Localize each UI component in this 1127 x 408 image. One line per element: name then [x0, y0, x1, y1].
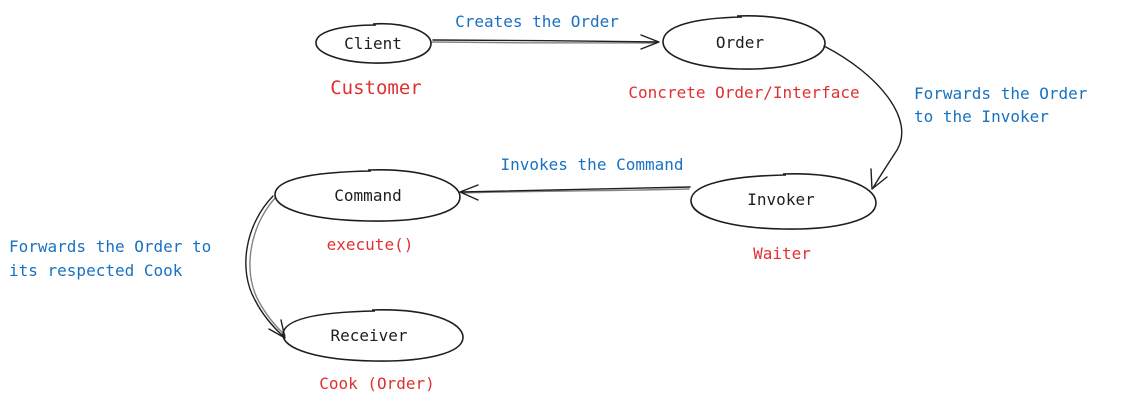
client-to-order-label: Creates the Order — [455, 12, 619, 31]
client-to-order-arrowhead — [640, 34, 660, 50]
command-to-receiver-line — [245, 195, 285, 338]
receiver-label: Receiver — [330, 326, 407, 345]
client-label: Client — [344, 34, 402, 53]
receiver-ellipse — [282, 309, 464, 362]
invoker-label: Invoker — [747, 190, 815, 209]
client-role-label: Customer — [330, 77, 422, 99]
order-role-label: Concrete Order/Interface — [628, 83, 859, 102]
command-to-receiver-arrowhead — [268, 319, 286, 339]
invoker-to-command-label: Invokes the Command — [500, 155, 683, 174]
order-to-invoker-arrowhead — [870, 168, 888, 190]
order-label: Order — [716, 33, 765, 52]
command-role-label: execute() — [327, 235, 414, 254]
command-to-receiver-label-line2: its respected Cook — [9, 261, 183, 280]
receiver-role-label: Cook (Order) — [319, 374, 435, 393]
edge-client-to-order — [431, 34, 660, 50]
invoker-to-command-line-sketch — [462, 188, 690, 194]
edge-command-to-receiver — [245, 195, 286, 339]
node-invoker[interactable]: Invoker — [690, 173, 877, 230]
node-order[interactable]: Order — [662, 15, 826, 70]
node-command[interactable]: Command — [274, 169, 461, 222]
invoker-to-command-line — [460, 186, 691, 193]
invoker-to-command-arrowhead — [459, 184, 479, 201]
client-to-order-line-sketch — [431, 41, 657, 44]
command-to-receiver-label-line1: Forwards the Order to — [9, 237, 211, 256]
edge-invoker-to-command — [459, 184, 691, 201]
invoker-ellipse — [690, 173, 877, 230]
order-to-invoker-label-line2: to the Invoker — [914, 107, 1049, 126]
command-ellipse — [274, 169, 461, 222]
node-client[interactable]: Client — [315, 22, 432, 64]
client-ellipse — [315, 22, 432, 64]
order-to-invoker-label-line1: Forwards the Order — [914, 84, 1088, 103]
edge-order-to-invoker — [823, 45, 903, 190]
order-ellipse — [662, 15, 826, 70]
client-to-order-line — [432, 39, 659, 43]
command-to-receiver-line-sketch — [249, 197, 286, 336]
order-to-invoker-line — [823, 45, 903, 189]
node-receiver[interactable]: Receiver — [282, 309, 464, 362]
command-label: Command — [334, 186, 401, 205]
invoker-role-label: Waiter — [753, 244, 811, 263]
